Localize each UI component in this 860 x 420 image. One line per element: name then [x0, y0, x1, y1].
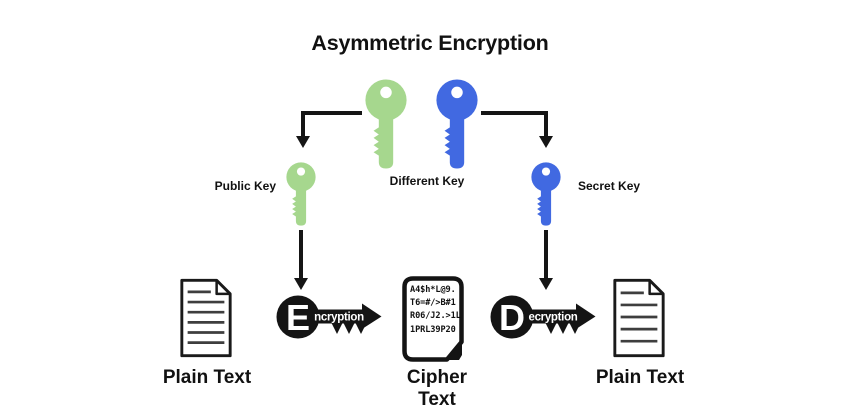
arrowhead-to-encryption-icon — [294, 278, 308, 290]
cipher-line: 1PRL39P20 — [410, 324, 456, 335]
connector-right-vertical — [544, 111, 548, 138]
public-key-icon — [286, 162, 316, 226]
decryption-rest-label: ecryption — [528, 312, 577, 324]
cipher-line: T6=#/>B#1 — [410, 298, 456, 309]
cipher-line: A4$h*L@9. — [410, 285, 456, 295]
connector-right-horizontal — [481, 111, 548, 115]
cipher-text-block: A4$h*L@9. T6=#/>B#1 R06/J2.>1L 1PRL39P20 — [402, 276, 464, 362]
connector-left-vertical — [301, 111, 305, 138]
connector-left-horizontal — [301, 111, 362, 115]
arrowhead-to-secret-key-icon — [539, 136, 553, 148]
decryption-key-icon: D ecryption — [490, 295, 596, 339]
plain-text-right-label: Plain Text — [595, 367, 685, 388]
folded-corner-icon — [448, 343, 462, 360]
plain-text-document-left-icon — [180, 278, 232, 358]
secret-key-icon — [531, 162, 561, 226]
arrowhead-to-public-key-icon — [296, 136, 310, 148]
arrow-secret-to-decryption — [544, 230, 548, 280]
public-key-label: Public Key — [214, 179, 276, 193]
secret-key-label: Secret Key — [578, 179, 641, 193]
blue-key-icon — [436, 79, 478, 169]
different-key-label: Different Key — [389, 174, 465, 188]
encryption-key-icon: E ncryption — [276, 295, 382, 339]
green-key-icon — [365, 79, 407, 169]
cipher-line: R06/J2.>1L — [410, 311, 461, 322]
arrow-public-to-encryption — [299, 230, 303, 280]
plain-text-left-label: Plain Text — [162, 367, 252, 388]
decryption-initial: D — [499, 297, 525, 338]
cipher-lines: A4$h*L@9. T6=#/>B#1 R06/J2.>1L 1PRL39P20 — [410, 284, 461, 337]
page-title: Asymmetric Encryption — [311, 31, 549, 55]
arrowhead-to-decryption-icon — [539, 278, 553, 290]
encryption-initial: E — [286, 297, 310, 338]
cipher-document-icon — [402, 276, 464, 362]
plain-text-document-right-icon — [613, 278, 665, 358]
cipher-text-label: Cipher Text — [406, 367, 468, 410]
encryption-rest-label: ncryption — [314, 312, 364, 324]
